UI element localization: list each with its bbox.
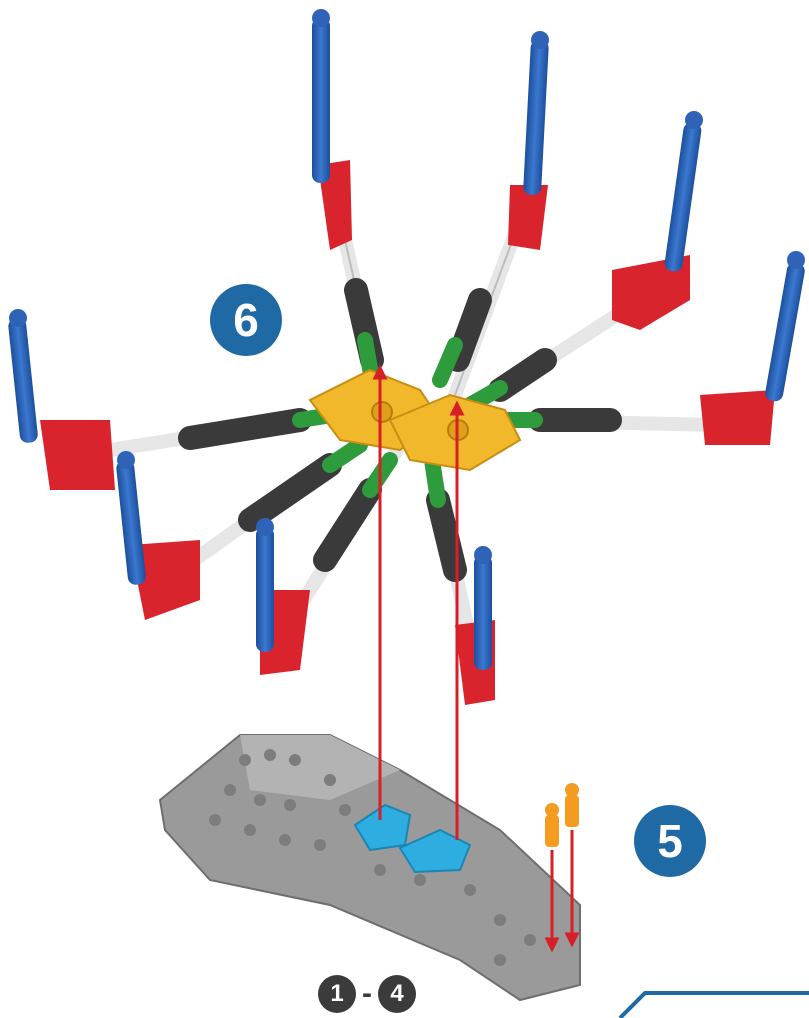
- steps-range: 1 - 4: [318, 974, 416, 1014]
- step-range-end-badge: 4: [378, 975, 416, 1013]
- step-5-badge: 5: [634, 805, 706, 877]
- step-range-separator: -: [362, 977, 372, 1011]
- corner-line: [620, 993, 809, 1018]
- blue-rods: [8, 9, 806, 670]
- step-6-badge: 6: [210, 284, 282, 356]
- arm-bottom-right: [430, 450, 470, 640]
- gray-base: [160, 735, 580, 1000]
- arm-top-right: [440, 220, 520, 395]
- orange-pegs: [545, 783, 579, 847]
- arm-right-lower: [490, 420, 720, 425]
- step-range-start-badge: 1: [318, 975, 356, 1013]
